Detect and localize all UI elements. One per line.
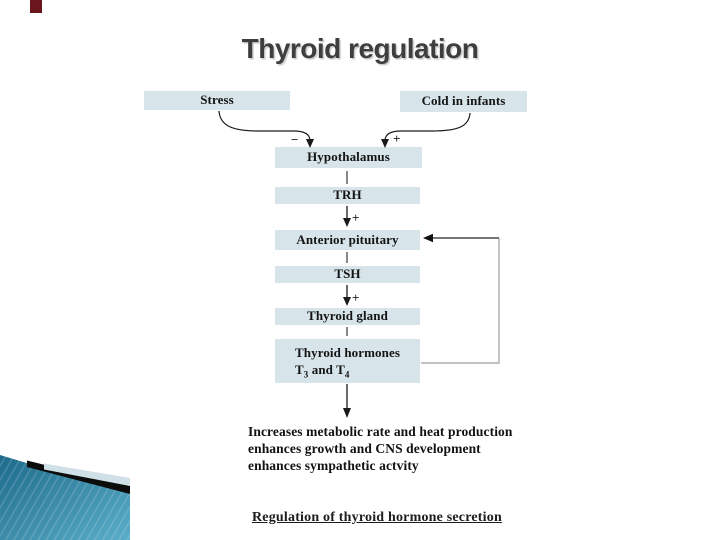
tsh-label: TSH bbox=[334, 266, 361, 282]
figure-caption: Regulation of thyroid hormone secretion bbox=[252, 510, 502, 525]
tsh-gland-arrowhead-icon bbox=[343, 297, 351, 306]
effects-line-2: enhances growth and CNS development bbox=[248, 441, 481, 456]
stress-minus-sign: − bbox=[291, 132, 299, 147]
stress-box: Stress bbox=[144, 91, 290, 110]
tsh-box: TSH bbox=[275, 266, 420, 283]
hypothalamus-label: Hypothalamus bbox=[307, 149, 390, 165]
corner-ribbon-decoration bbox=[0, 455, 130, 540]
effects-line-1: Increases metabolic rate and heat produc… bbox=[248, 424, 513, 439]
accent-bar bbox=[30, 0, 42, 13]
thyroid-gland-label: Thyroid gland bbox=[307, 308, 388, 324]
teal-wedge-stripes bbox=[0, 455, 130, 540]
slide-title: Thyroid regulation bbox=[241, 33, 479, 64]
feedback-loop-line bbox=[421, 238, 500, 364]
trh-box: TRH bbox=[275, 187, 420, 204]
trh-pituitary-arrowhead-icon bbox=[343, 218, 351, 227]
tsh-plus-sign: + bbox=[352, 290, 360, 305]
trh-plus-sign: + bbox=[352, 210, 360, 225]
trh-label: TRH bbox=[333, 187, 362, 203]
feedback-arrowhead-icon bbox=[423, 233, 433, 243]
cold-in-infants-label: Cold in infants bbox=[421, 93, 506, 109]
thyroid-hormones-label-line2: T3 and T4 bbox=[295, 362, 350, 380]
effects-text: Increases metabolic rate and heat produc… bbox=[248, 423, 513, 474]
cold-in-infants-box: Cold in infants bbox=[400, 91, 527, 112]
hormones-effects-arrowhead-icon bbox=[343, 408, 351, 418]
pale-ribbon-shape bbox=[44, 463, 130, 486]
anterior-pituitary-label: Anterior pituitary bbox=[296, 231, 399, 247]
cold-plus-sign: + bbox=[393, 131, 401, 146]
thyroid-hormones-box: Thyroid hormones T3 and T4 bbox=[275, 339, 420, 383]
effects-line-3: enhances sympathetic actvity bbox=[248, 458, 419, 473]
stress-label: Stress bbox=[200, 92, 234, 108]
anterior-pituitary-box: Anterior pituitary bbox=[275, 230, 420, 250]
hypothalamus-box: Hypothalamus bbox=[275, 147, 422, 168]
thyroid-hormones-label-line1: Thyroid hormones bbox=[295, 345, 401, 360]
thyroid-gland-box: Thyroid gland bbox=[275, 308, 420, 325]
